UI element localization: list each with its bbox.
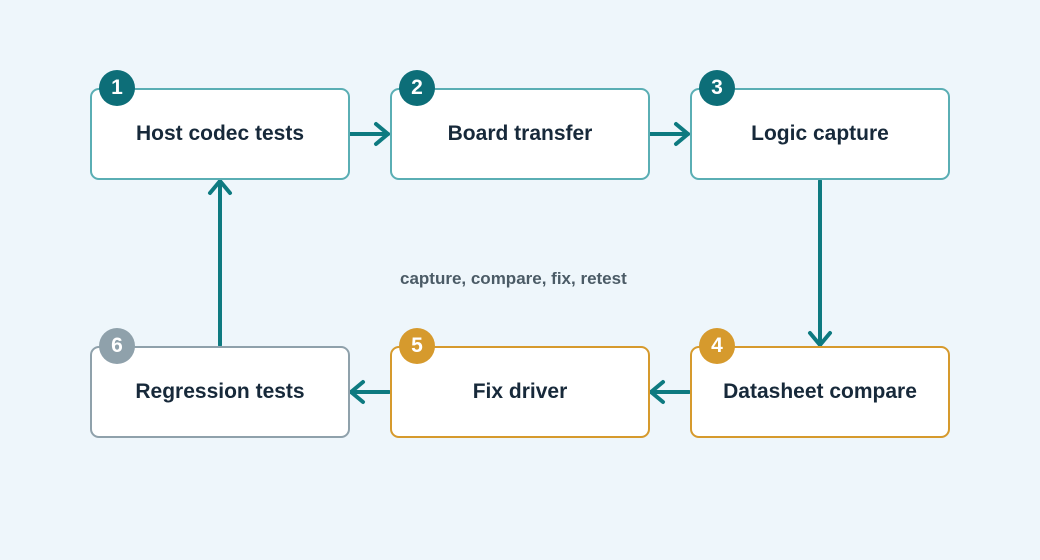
step-datasheet-compare: 4 Datasheet compare (690, 328, 950, 438)
step-label: Regression tests (135, 380, 305, 403)
step-number-badge: 3 (699, 70, 735, 106)
step-label: Logic capture (751, 122, 889, 145)
step-number-badge: 6 (99, 328, 135, 364)
step-regression-tests: 6 Regression tests (90, 328, 350, 438)
arrow-step3-to-step4 (808, 179, 832, 347)
step-number-badge: 4 (699, 328, 735, 364)
arrow-step6-to-step1 (208, 179, 232, 347)
arrow-step2-to-step3 (648, 122, 690, 146)
step-number-badge: 2 (399, 70, 435, 106)
arrow-step1-to-step2 (348, 122, 390, 146)
step-board-transfer: 2 Board transfer (390, 70, 650, 180)
arrow-step5-to-step6 (349, 380, 391, 404)
step-fix-driver: 5 Fix driver (390, 328, 650, 438)
step-label: Datasheet compare (723, 380, 917, 403)
arrow-step4-to-step5 (649, 380, 691, 404)
step-label: Host codec tests (135, 122, 305, 145)
loop-caption: capture, compare, fix, retest (400, 269, 627, 288)
step-logic-capture: 3 Logic capture (690, 70, 950, 180)
step-label: Fix driver (472, 380, 568, 403)
step-label: Board transfer (447, 122, 593, 145)
step-number-badge: 5 (399, 328, 435, 364)
step-host-codec-tests: 1 Host codec tests (90, 70, 350, 180)
step-number-badge: 1 (99, 70, 135, 106)
